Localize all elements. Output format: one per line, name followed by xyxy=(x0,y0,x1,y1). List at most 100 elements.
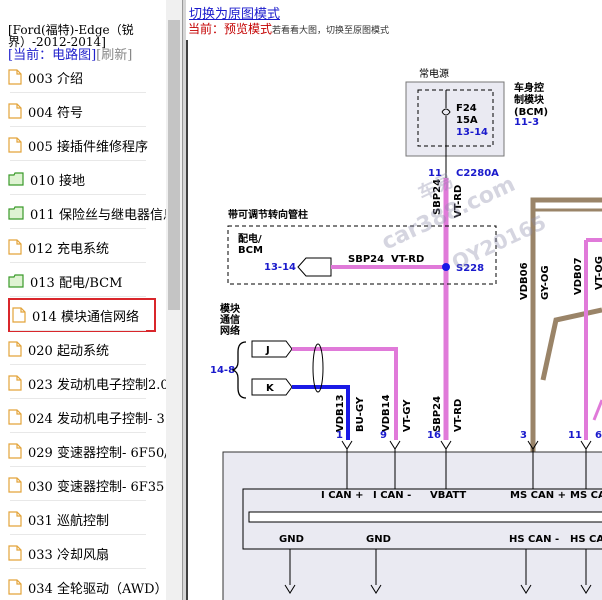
ican-minus: I CAN - xyxy=(373,490,411,501)
nav-item[interactable]: 030 变速器控制- 6F35 xyxy=(8,470,166,500)
folder-icon xyxy=(8,206,24,220)
wire-gyog xyxy=(530,197,602,540)
page-icon xyxy=(8,375,22,391)
wire-vdb14-label: VDB14 xyxy=(381,394,392,432)
nav-item[interactable]: 029 变速器控制- 6F50/6F xyxy=(8,436,166,466)
current-view: [当前：电路图][刷新] xyxy=(8,48,166,63)
bcm-label-3: (BCM) xyxy=(514,107,548,118)
page-icon xyxy=(8,69,22,85)
wiring-diagram: 常电源 车身控 制模块 (BCM) 11-3 F24 15A 13-14 11 … xyxy=(186,40,602,600)
column-box xyxy=(227,225,497,285)
nav-item-label: 034 全轮驱动（AWD） xyxy=(28,581,166,597)
connector-k xyxy=(251,378,293,396)
nav-item-label: 029 变速器控制- 6F50/6F xyxy=(28,445,166,461)
page-icon xyxy=(8,477,22,493)
tree-header: [Ford(福特)-Edge（锐界）-2012-2014] [当前：电路图][刷… xyxy=(8,24,166,63)
fuse-name: F24 xyxy=(456,103,477,114)
wire-vtrd-h-label: VT-RD xyxy=(391,254,424,265)
mscan-plus: MS CAN + xyxy=(510,490,566,501)
nav-item[interactable]: 004 符号 xyxy=(8,96,166,126)
connector-c2280a: C2280A xyxy=(456,168,499,179)
left-panel: [Ford(福特)-Edge（锐界）-2012-2014] [当前：电路图][刷… xyxy=(0,0,166,600)
nav-item-label: 011 保险丝与继电器信息 xyxy=(30,207,166,223)
nav-separator xyxy=(10,364,146,365)
wire-sbp24-low-label: SBP24 xyxy=(432,396,443,432)
nav-item[interactable]: 031 巡航控制 xyxy=(8,504,166,534)
net-ref: 14-8 xyxy=(210,365,235,376)
folder-icon xyxy=(8,172,24,186)
current-value: 电路图 xyxy=(52,48,92,63)
column-label: 带可调节转向管柱 xyxy=(228,208,308,221)
net-label-3: 网络 xyxy=(220,324,240,337)
nav-item-label: 020 起动系统 xyxy=(28,343,109,359)
pin-connectors-top xyxy=(341,440,592,489)
folder-icon xyxy=(8,274,24,288)
nav-item-label: 003 介绍 xyxy=(28,71,83,87)
diagram-pane: 切换为原图模式 当前：预览模式若看看大图，切换至原图模式 常电源 车身控 制模块… xyxy=(186,0,602,600)
hscan-plus: HS CA xyxy=(570,534,602,545)
nav-item[interactable]: 005 接插件维修程序 xyxy=(8,130,166,160)
connector-j xyxy=(251,340,293,358)
nav-item[interactable]: 011 保险丝与继电器信息 xyxy=(8,198,166,228)
pin-1: 1 xyxy=(336,430,343,441)
pin-16: 16 xyxy=(427,430,441,441)
nav-separator xyxy=(10,500,146,501)
page-icon xyxy=(8,579,22,595)
ican-plus: I CAN + xyxy=(321,490,364,501)
nav-separator xyxy=(10,262,146,263)
net-label-2: 通信 xyxy=(220,313,240,326)
scrollbar-thumb[interactable] xyxy=(168,20,180,310)
current-suffix: ] xyxy=(91,48,97,63)
gnd-1: GND xyxy=(279,534,304,545)
wire-bugy-label: BU-GY xyxy=(355,396,366,432)
nav-item[interactable]: 024 发动机电子控制- 3.5 xyxy=(8,402,166,432)
connector-k-label: K xyxy=(266,383,275,394)
refresh-link[interactable]: [刷新] xyxy=(96,48,133,63)
scrollbar[interactable] xyxy=(166,0,182,600)
nav-item-label: 004 符号 xyxy=(28,105,83,121)
nav-item[interactable]: 003 介绍 xyxy=(8,62,166,92)
nav-item[interactable]: 023 发动机电子控制2.0 xyxy=(8,368,166,398)
nav-item-label: 010 接地 xyxy=(30,173,85,189)
nav-item[interactable]: 013 配电/BCM xyxy=(8,266,166,296)
page-icon xyxy=(12,307,26,323)
nav-item-label: 030 变速器控制- 6F35 xyxy=(28,479,165,495)
module-bus xyxy=(248,511,602,523)
nav-separator xyxy=(10,228,146,229)
page-icon xyxy=(8,341,22,357)
nav-item[interactable]: 010 接地 xyxy=(8,164,166,194)
nav-item-label: 013 配电/BCM xyxy=(30,275,123,291)
nav-item[interactable]: 012 充电系统 xyxy=(8,232,166,262)
wire-sbp24-label: SBP24 xyxy=(432,179,443,215)
wire-vdb06-label: VDB06 xyxy=(519,262,530,300)
wire-gyog-label: GY-OG xyxy=(540,265,551,300)
module-inner xyxy=(242,488,602,550)
splice-label: S228 xyxy=(456,263,484,274)
connector-shape xyxy=(297,257,332,277)
switch-original-link[interactable]: 切换为原图模式 xyxy=(189,7,281,22)
nav-item-label: 005 接插件维修程序 xyxy=(28,139,148,155)
vbatt: VBATT xyxy=(430,490,466,501)
nav-separator xyxy=(10,296,146,297)
nav-item[interactable]: 014 模块通信网络 xyxy=(8,298,156,332)
dist-label-2: BCM xyxy=(238,245,263,256)
nav-item[interactable]: 020 起动系统 xyxy=(8,334,166,364)
current-prefix: [当前： xyxy=(8,48,53,63)
dist-label-1: 配电/ xyxy=(238,232,262,245)
gnd-2: GND xyxy=(366,534,391,545)
nav-separator xyxy=(10,92,146,93)
note-prefix: 当前： xyxy=(188,22,225,36)
wire-vdb13-label: VDB13 xyxy=(335,394,346,432)
bcm-label-1: 车身控 xyxy=(514,81,544,94)
bcm-label-2: 制模块 xyxy=(514,93,545,106)
wire-vtgy xyxy=(292,347,398,440)
nav-separator xyxy=(10,160,146,161)
pin-11b: 11 xyxy=(568,430,582,441)
nav-item[interactable]: 033 冷却风扇 xyxy=(8,538,166,568)
bcm-box xyxy=(405,81,505,157)
nav-item-label: 012 充电系统 xyxy=(28,241,109,257)
pane-divider[interactable] xyxy=(182,0,187,600)
module-box xyxy=(222,451,602,600)
nav-item[interactable]: 034 全轮驱动（AWD） xyxy=(8,572,166,600)
nav-separator xyxy=(10,568,146,569)
